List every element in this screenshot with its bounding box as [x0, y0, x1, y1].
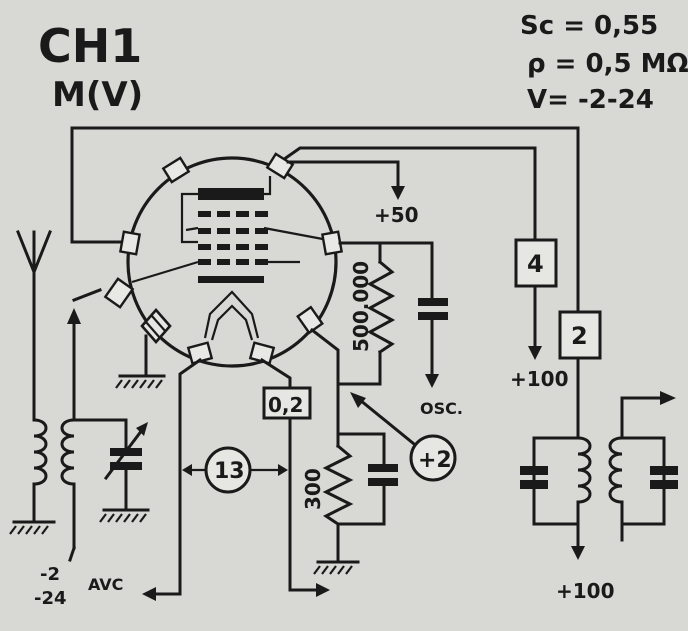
tube-envelope	[126, 156, 338, 368]
voltage-anode-right-label: +100	[556, 579, 615, 603]
input-transformer	[9, 288, 128, 562]
grid-row-1	[198, 211, 268, 217]
grid-path: 13	[142, 357, 288, 601]
cathode-current-box	[262, 386, 312, 420]
cathode-voltage-marker: +2	[350, 392, 457, 482]
anode-resistor: 500.000	[336, 259, 396, 386]
cathode-resistor: 300	[301, 443, 354, 562]
antenna	[16, 230, 52, 422]
cathode-capacitor	[336, 464, 398, 526]
tube-title: CH1	[38, 19, 142, 73]
tuning-capacitor	[99, 422, 150, 523]
top-frame-wire	[70, 126, 580, 314]
grid-row-3	[198, 244, 268, 250]
cathode-wire	[309, 327, 386, 466]
screen-supply: +50	[286, 160, 419, 227]
anode-resistor-label: 500.000	[349, 261, 373, 352]
grid-row-4	[198, 259, 268, 265]
box-4-label: 4	[527, 250, 544, 278]
box-4	[514, 238, 558, 288]
tube-subtitle: M(V)	[52, 75, 143, 115]
avc-minus-2: -2	[40, 564, 60, 585]
osc-label: OSC.	[420, 399, 463, 418]
grid-current-label: 13	[214, 459, 245, 484]
output-transformer: 2 +100	[520, 310, 678, 603]
box-2	[558, 310, 602, 360]
avc-label: AVC	[88, 575, 123, 594]
grid-row-2	[198, 228, 268, 234]
tube-pins	[103, 152, 344, 365]
tube-electrodes	[131, 176, 329, 341]
voltage-anode-left-label: +100	[510, 367, 569, 391]
avc-minus-24: -24	[34, 588, 67, 609]
voltage-screen-label: +50	[374, 203, 419, 227]
anode-supply-left: 4 +100	[510, 238, 569, 391]
cathode-resistor-label: 300	[301, 468, 325, 510]
condition-sc: Sc = 0,55	[520, 11, 658, 41]
condition-v: V= -2-24	[527, 85, 654, 115]
osc-capacitor: OSC.	[418, 298, 463, 418]
ground-cathode	[313, 560, 360, 575]
suppressor-element	[115, 308, 172, 389]
condition-rho: ρ = 0,5 MΩ	[527, 49, 688, 79]
cathode-voltage-label: +2	[418, 448, 452, 473]
anode-wire	[338, 241, 434, 302]
cathode-current-path: 0,2	[259, 357, 330, 597]
box-2-label: 2	[571, 322, 588, 350]
cathode-current-label: 0,2	[268, 393, 303, 417]
